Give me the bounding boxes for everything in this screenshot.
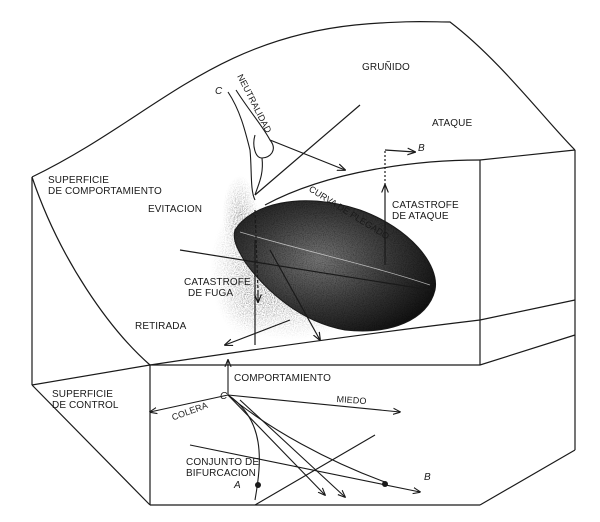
label-grunido: GRUÑIDO <box>362 62 410 73</box>
label-superficie-comportamiento-2: DE COMPORTAMIENTO <box>48 186 162 197</box>
label-catastrofe-fuga-2: DE FUGA <box>188 288 234 299</box>
label-b-bottom: B <box>424 472 431 483</box>
surface-front-edge <box>31 176 151 366</box>
through-fold-line <box>179 249 431 291</box>
fold-down-arrow <box>269 249 320 340</box>
box-bottom-right <box>479 449 576 506</box>
label-a-bottom: A <box>234 480 241 491</box>
surface-bottom-edge <box>149 299 576 366</box>
neutral-to-attack-arrow <box>269 139 345 170</box>
neutral-trajectory <box>227 89 274 201</box>
label-c-bottom: C <box>220 391 228 402</box>
surface-back-edge <box>264 159 481 206</box>
label-c-top: C <box>215 86 223 97</box>
label-superficie-control-1: SUPERFICIE <box>52 389 114 400</box>
control-plane-left <box>31 364 151 386</box>
surface-top-edge <box>31 21 576 178</box>
control-plane-back <box>150 334 576 366</box>
colera-axis <box>150 394 229 412</box>
miedo-axis <box>227 394 400 412</box>
trajectories <box>179 104 431 345</box>
catastrofe-fuga-line <box>254 209 259 291</box>
label-ataque: ATAQUE <box>432 118 473 129</box>
label-conjunto-1: CONJUNTO DE <box>186 457 260 468</box>
point-a <box>255 482 261 488</box>
label-evitacion: EVITACION <box>148 204 203 215</box>
label-retirada: RETIRADA <box>135 321 187 332</box>
label-catastrofe-ataque-2: DE ATAQUE <box>392 211 449 222</box>
label-superficie-comportamiento-1: SUPERFICIE <box>48 175 110 186</box>
retirada-arrow <box>225 319 291 345</box>
control-plane <box>150 360 420 506</box>
point-b <box>382 481 388 487</box>
b-top-arrow <box>384 150 415 152</box>
bifurcation-curve-right <box>227 394 386 483</box>
fold-curve-line <box>239 231 431 286</box>
label-catastrofe-ataque-1: CATASTROFE <box>392 200 459 211</box>
control-path-1 <box>227 394 325 495</box>
control-path-4 <box>254 434 376 506</box>
surface-right-edge <box>479 149 576 161</box>
label-comportamiento: COMPORTAMIENTO <box>234 373 331 384</box>
label-catastrofe-fuga-1: CATASTROFE <box>184 277 251 288</box>
control-plane-left-slant <box>31 384 151 506</box>
grunido-line <box>254 104 361 196</box>
label-conjunto-2: BIFURCACION <box>186 468 256 479</box>
control-path-2 <box>239 399 345 497</box>
label-b-top: B <box>418 143 425 154</box>
label-superficie-control-2: DE CONTROL <box>52 400 119 411</box>
box-frame <box>31 21 576 506</box>
control-path-3 <box>189 444 420 492</box>
label-miedo: MIEDO <box>336 393 367 407</box>
